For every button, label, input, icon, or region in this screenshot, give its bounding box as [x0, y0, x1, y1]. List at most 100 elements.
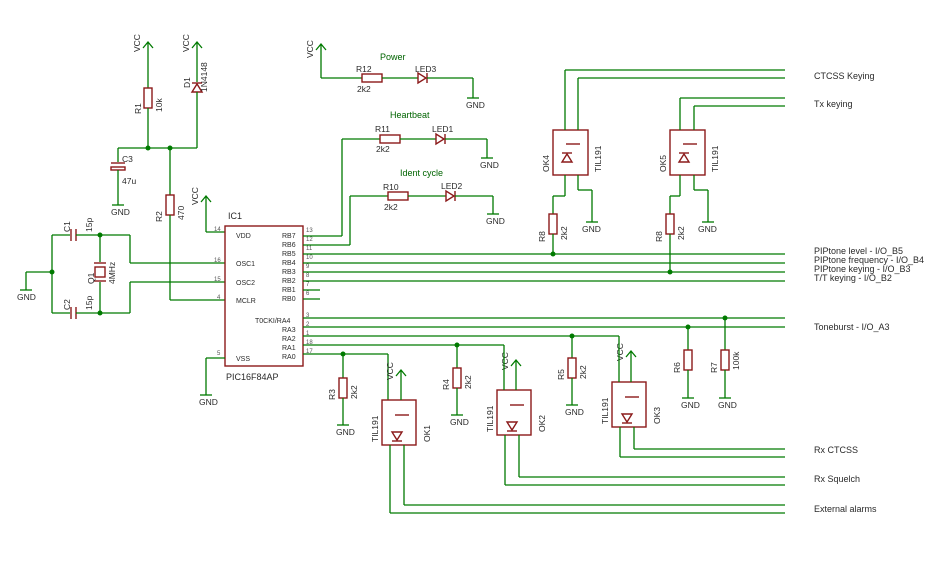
resistor-r8-ok4: [548, 213, 558, 235]
optocoupler-ok4: [552, 129, 589, 176]
svg-text:7: 7: [306, 282, 310, 288]
signal-rx-squelch: Rx Squelch: [814, 474, 860, 484]
gnd-ic: GND: [199, 394, 218, 407]
svg-text:VCC: VCC: [615, 343, 625, 361]
optocoupler-ok2: [496, 389, 532, 436]
svg-text:2k2: 2k2: [676, 226, 686, 240]
ok2-ref: OK2: [537, 415, 547, 432]
r12-value: 2k2: [357, 84, 371, 94]
svg-text:10: 10: [306, 255, 313, 261]
gnd-c3: GND: [111, 204, 130, 217]
resistor-r2: [165, 194, 175, 216]
svg-text:RA2: RA2: [282, 336, 296, 343]
q1-ref: Q1: [86, 272, 96, 284]
svg-text:VCC: VCC: [132, 34, 142, 52]
r2-value: 470: [176, 206, 186, 220]
svg-text:GND: GND: [718, 400, 737, 410]
ic1-ref: IC1: [228, 211, 242, 221]
svg-text:VCC: VCC: [305, 40, 315, 58]
resistor-r10: [387, 191, 409, 201]
svg-text:VCC: VCC: [385, 362, 395, 380]
r1-value: 10k: [154, 98, 164, 112]
resistor-r4: [452, 367, 462, 389]
crystal-q1: [94, 262, 106, 282]
svg-text:OSC1: OSC1: [236, 261, 255, 268]
c1-ref: C1: [62, 221, 72, 232]
gnd-osc: GND: [17, 289, 36, 302]
vcc-symbol-power: VCC: [305, 40, 327, 78]
svg-text:RB3: RB3: [282, 269, 296, 276]
ok1-ref: OK1: [422, 425, 432, 442]
q1-value: 4MHz: [107, 262, 117, 284]
svg-text:18: 18: [306, 340, 313, 346]
heartbeat-label: Heartbeat: [390, 110, 430, 120]
svg-text:GND: GND: [336, 427, 355, 437]
vcc-symbol-r1: VCC: [132, 34, 154, 55]
svg-text:RB0: RB0: [282, 296, 296, 303]
svg-text:2k2: 2k2: [349, 385, 359, 399]
power-label: Power: [380, 52, 406, 62]
signal-piptone-level: PIPtone level - I/O_B5: [814, 246, 903, 256]
resistor-r3: [338, 377, 348, 399]
svg-text:8: 8: [306, 273, 310, 279]
led2-ref: LED2: [441, 181, 463, 191]
resistor-r11: [379, 134, 401, 144]
r10-value: 2k2: [384, 202, 398, 212]
svg-text:T0CKI/RA4: T0CKI/RA4: [255, 318, 291, 325]
svg-text:5: 5: [217, 351, 221, 357]
svg-text:100k: 100k: [731, 351, 741, 370]
c1-value: 15p: [84, 218, 94, 232]
svg-text:R7: R7: [709, 362, 719, 373]
resistor-r1: [143, 87, 153, 109]
ic1-part: PIC16F84AP: [226, 372, 279, 382]
r2-ref: R2: [154, 211, 164, 222]
svg-text:GND: GND: [111, 207, 130, 217]
led2: [445, 189, 456, 203]
svg-text:1: 1: [306, 331, 310, 337]
ident-cycle-label: Ident cycle: [400, 168, 443, 178]
svg-text:2: 2: [306, 322, 310, 328]
svg-text:TIL191: TIL191: [485, 405, 495, 432]
svg-text:OSC2: OSC2: [236, 280, 255, 287]
d1-value: 1N4148: [199, 62, 209, 92]
led3: [417, 71, 428, 85]
svg-text:RB1: RB1: [282, 287, 296, 294]
svg-text:15: 15: [214, 277, 221, 283]
signal-piptone-keying: PIPtone keying - I/O_B3: [814, 264, 911, 274]
svg-text:GND: GND: [681, 400, 700, 410]
svg-text:RA1: RA1: [282, 345, 296, 352]
svg-text:VCC: VCC: [190, 187, 200, 205]
ok5-part: TIL191: [710, 145, 720, 172]
svg-text:R4: R4: [441, 379, 451, 390]
svg-text:R6: R6: [672, 362, 682, 373]
signal-tt-keying: T/T keying - I/O_B2: [814, 273, 892, 283]
optocoupler-ok1: [381, 399, 417, 446]
r12-ref: R12: [356, 64, 372, 74]
svg-text:R8: R8: [654, 231, 664, 242]
r11-value: 2k2: [376, 144, 390, 154]
svg-text:MCLR: MCLR: [236, 298, 256, 305]
svg-text:VCC: VCC: [181, 34, 191, 52]
signal-external-alarms: External alarms: [814, 504, 877, 514]
c2-value: 15p: [84, 296, 94, 310]
ok5-ref: OK5: [658, 155, 668, 172]
ok4-part: TIL191: [593, 145, 603, 172]
svg-text:TIL191: TIL191: [370, 415, 380, 442]
vcc-symbol-ic: VCC: [190, 187, 212, 232]
ic1-pic16f84ap: [224, 225, 304, 367]
svg-text:GND: GND: [17, 292, 36, 302]
svg-text:12: 12: [306, 237, 313, 243]
c3-value: 47u: [122, 176, 136, 186]
svg-text:2k2: 2k2: [578, 365, 588, 379]
svg-text:16: 16: [214, 258, 221, 264]
svg-text:9: 9: [306, 264, 310, 270]
svg-text:GND: GND: [480, 160, 499, 170]
svg-text:TIL191: TIL191: [600, 397, 610, 424]
resistor-r8-ok5: [665, 213, 675, 235]
svg-text:VSS: VSS: [236, 356, 250, 363]
r1-ref: R1: [133, 103, 143, 114]
signal-piptone-frequency: PIPtone frequency - I/O_B4: [814, 255, 924, 265]
signal-tx-keying: Tx keying: [814, 99, 853, 109]
signal-rx-ctcss: Rx CTCSS: [814, 445, 858, 455]
